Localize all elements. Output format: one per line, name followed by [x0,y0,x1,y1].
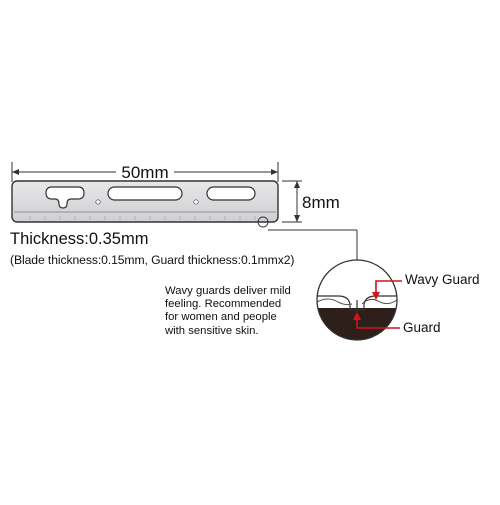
wavy-guard-label: Wavy Guard [405,272,480,287]
wavy-guard-callout-arrow [372,280,402,300]
thickness-detail-label: (Blade thickness:0.15mm, Guard thickness… [10,253,295,267]
guard-label: Guard [403,320,441,335]
width-label: 50mm [121,163,168,182]
thickness-label: Thickness:0.35mm [10,230,149,248]
height-label: 8mm [302,193,340,212]
blade-slot-right [206,186,256,201]
description-line: with sensitive skin. [165,324,259,337]
blade [11,180,279,223]
height-dimension [282,180,302,223]
description-line: feeling. Recommended [165,298,282,311]
guard-callout-arrow [353,312,400,329]
guard-detail-magnifier [316,259,398,341]
description-line: for women and people [165,311,277,324]
blade-edge-serration [29,216,256,220]
blade-slot-center [107,186,183,201]
magnifier-pointer [257,216,358,260]
guard-description: Wavy guards deliver mild feeling. Recomm… [165,285,325,338]
width-dimension [11,162,279,182]
description-line: Wavy guards deliver mild [165,285,291,297]
blade-slot-keyhole [45,186,85,209]
